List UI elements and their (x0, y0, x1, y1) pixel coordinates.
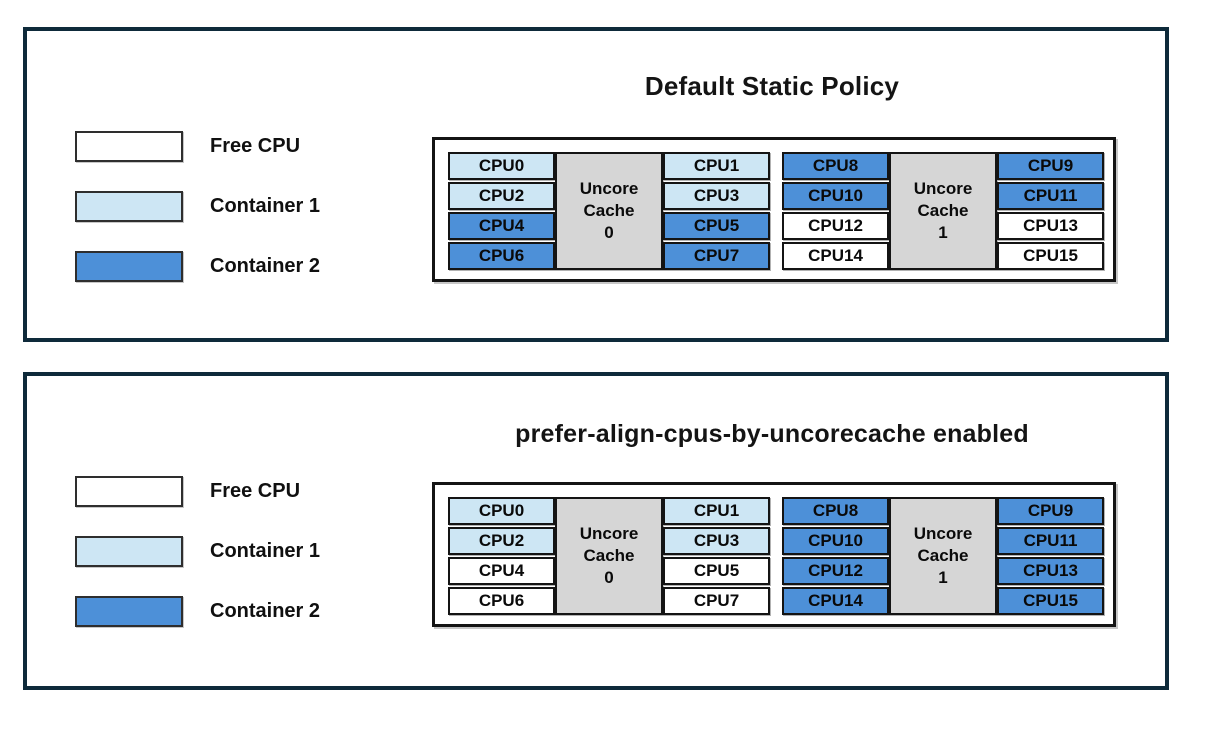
legend-swatch-container1 (75, 536, 183, 567)
panel-title: Default Static Policy (644, 71, 900, 101)
uncore-cache-0-group: CPU0 CPU2 CPU4 CPU6 Uncore Cache 0 CPU1 … (448, 497, 770, 615)
cpu-cell: CPU13 (997, 212, 1104, 240)
cpu-cell: CPU1 (663, 152, 770, 180)
legend-swatch-container1 (75, 191, 183, 222)
cpu-cell: CPU15 (997, 242, 1104, 270)
legend-label: Container 1 (210, 195, 321, 217)
cpu-topology-diagram: CPU0 CPU2 CPU4 CPU6 Uncore Cache 0 CPU1 … (432, 482, 1116, 627)
legend: Free CPU Container 1 Container 2 (75, 131, 320, 282)
legend-swatch-container2 (75, 596, 183, 627)
cpu-cell: CPU10 (782, 527, 889, 555)
legend-swatch-container2 (75, 251, 183, 282)
uncore-cache-block: Uncore Cache 0 (555, 152, 663, 270)
cpu-cell: CPU11 (997, 527, 1104, 555)
legend-swatch-free (75, 131, 183, 162)
cpu-column-right: CPU9 CPU11 CPU13 CPU15 (997, 497, 1104, 615)
cpu-cell: CPU2 (448, 527, 555, 555)
cpu-cell: CPU12 (782, 212, 889, 240)
legend-item-container1: Container 1 (75, 536, 320, 567)
panel-prefer-align-uncorecache: prefer-align-cpus-by-uncorecache enabled… (23, 372, 1169, 690)
legend: Free CPU Container 1 Container 2 (75, 476, 320, 627)
uncore-cache-1-group: CPU8 CPU10 CPU12 CPU14 Uncore Cache 1 CP… (782, 497, 1104, 615)
uncore-cache-label-line: 0 (604, 223, 614, 243)
legend-label: Free CPU (210, 480, 301, 502)
panel-default-static-policy: Default Static Policy Free CPU Container… (23, 27, 1169, 342)
uncore-cache-block: Uncore Cache 0 (555, 497, 663, 615)
cpu-column-left: CPU0 CPU2 CPU4 CPU6 (448, 497, 555, 615)
cpu-cell: CPU6 (448, 242, 555, 270)
uncore-cache-label-line: Cache (917, 200, 969, 220)
cpu-column-left: CPU8 CPU10 CPU12 CPU14 (782, 152, 889, 270)
uncore-cache-0-group: CPU0 CPU2 CPU4 CPU6 Uncore Cache 0 CPU1 … (448, 152, 770, 270)
uncore-cache-label-line: 1 (938, 223, 948, 243)
uncore-cache-label-line: Cache (917, 545, 969, 565)
cpu-column-right: CPU1 CPU3 CPU5 CPU7 (663, 152, 770, 270)
cpu-cell: CPU9 (997, 152, 1104, 180)
legend-label: Container 1 (210, 540, 321, 562)
cpu-column-left: CPU8 CPU10 CPU12 CPU14 (782, 497, 889, 615)
cpu-cell: CPU0 (448, 497, 555, 525)
uncore-cache-block: Uncore Cache 1 (889, 497, 997, 615)
cpu-cell: CPU1 (663, 497, 770, 525)
cpu-topology-diagram: CPU0 CPU2 CPU4 CPU6 Uncore Cache 0 CPU1 … (432, 137, 1116, 282)
legend-item-container2: Container 2 (75, 251, 320, 282)
cpu-cell: CPU13 (997, 557, 1104, 585)
cpu-cell: CPU8 (782, 497, 889, 525)
legend-label: Free CPU (210, 135, 301, 157)
cpu-cell: CPU9 (997, 497, 1104, 525)
panel-title: prefer-align-cpus-by-uncorecache enabled (515, 420, 1029, 448)
cpu-column-right: CPU1 CPU3 CPU5 CPU7 (663, 497, 770, 615)
legend-item-container2: Container 2 (75, 596, 320, 627)
cpu-cell: CPU12 (782, 557, 889, 585)
cpu-cell: CPU7 (663, 587, 770, 615)
legend-swatch-free (75, 476, 183, 507)
cpu-cell: CPU3 (663, 182, 770, 210)
uncore-cache-label-line: Uncore (913, 523, 973, 543)
cpu-cell: CPU0 (448, 152, 555, 180)
uncore-cache-label-line: Uncore (579, 178, 639, 198)
legend-label: Container 2 (210, 255, 321, 277)
cpu-column-right: CPU9 CPU11 CPU13 CPU15 (997, 152, 1104, 270)
uncore-cache-label-line: 1 (938, 568, 948, 588)
cpu-cell: CPU14 (782, 242, 889, 270)
cpu-cell: CPU3 (663, 527, 770, 555)
cpu-cell: CPU8 (782, 152, 889, 180)
cpu-column-left: CPU0 CPU2 CPU4 CPU6 (448, 152, 555, 270)
cpu-cell: CPU11 (997, 182, 1104, 210)
uncore-cache-label-line: Uncore (579, 523, 639, 543)
uncore-cache-label-line: Cache (583, 200, 635, 220)
uncore-cache-label-line: 0 (604, 568, 614, 588)
cpu-cell: CPU5 (663, 212, 770, 240)
uncore-cache-1-group: CPU8 CPU10 CPU12 CPU14 Uncore Cache 1 CP… (782, 152, 1104, 270)
legend-item-container1: Container 1 (75, 191, 320, 222)
uncore-cache-label-line: Cache (583, 545, 635, 565)
cpu-cell: CPU10 (782, 182, 889, 210)
legend-item-free-cpu: Free CPU (75, 131, 320, 162)
cpu-cell: CPU14 (782, 587, 889, 615)
legend-label: Container 2 (210, 600, 321, 622)
cpu-cell: CPU4 (448, 212, 555, 240)
cpu-cell: CPU15 (997, 587, 1104, 615)
cpu-cell: CPU7 (663, 242, 770, 270)
cpu-cell: CPU5 (663, 557, 770, 585)
uncore-cache-block: Uncore Cache 1 (889, 152, 997, 270)
uncore-cache-label-line: Uncore (913, 178, 973, 198)
cpu-cell: CPU2 (448, 182, 555, 210)
cpu-cell: CPU6 (448, 587, 555, 615)
legend-item-free-cpu: Free CPU (75, 476, 320, 507)
cpu-cell: CPU4 (448, 557, 555, 585)
